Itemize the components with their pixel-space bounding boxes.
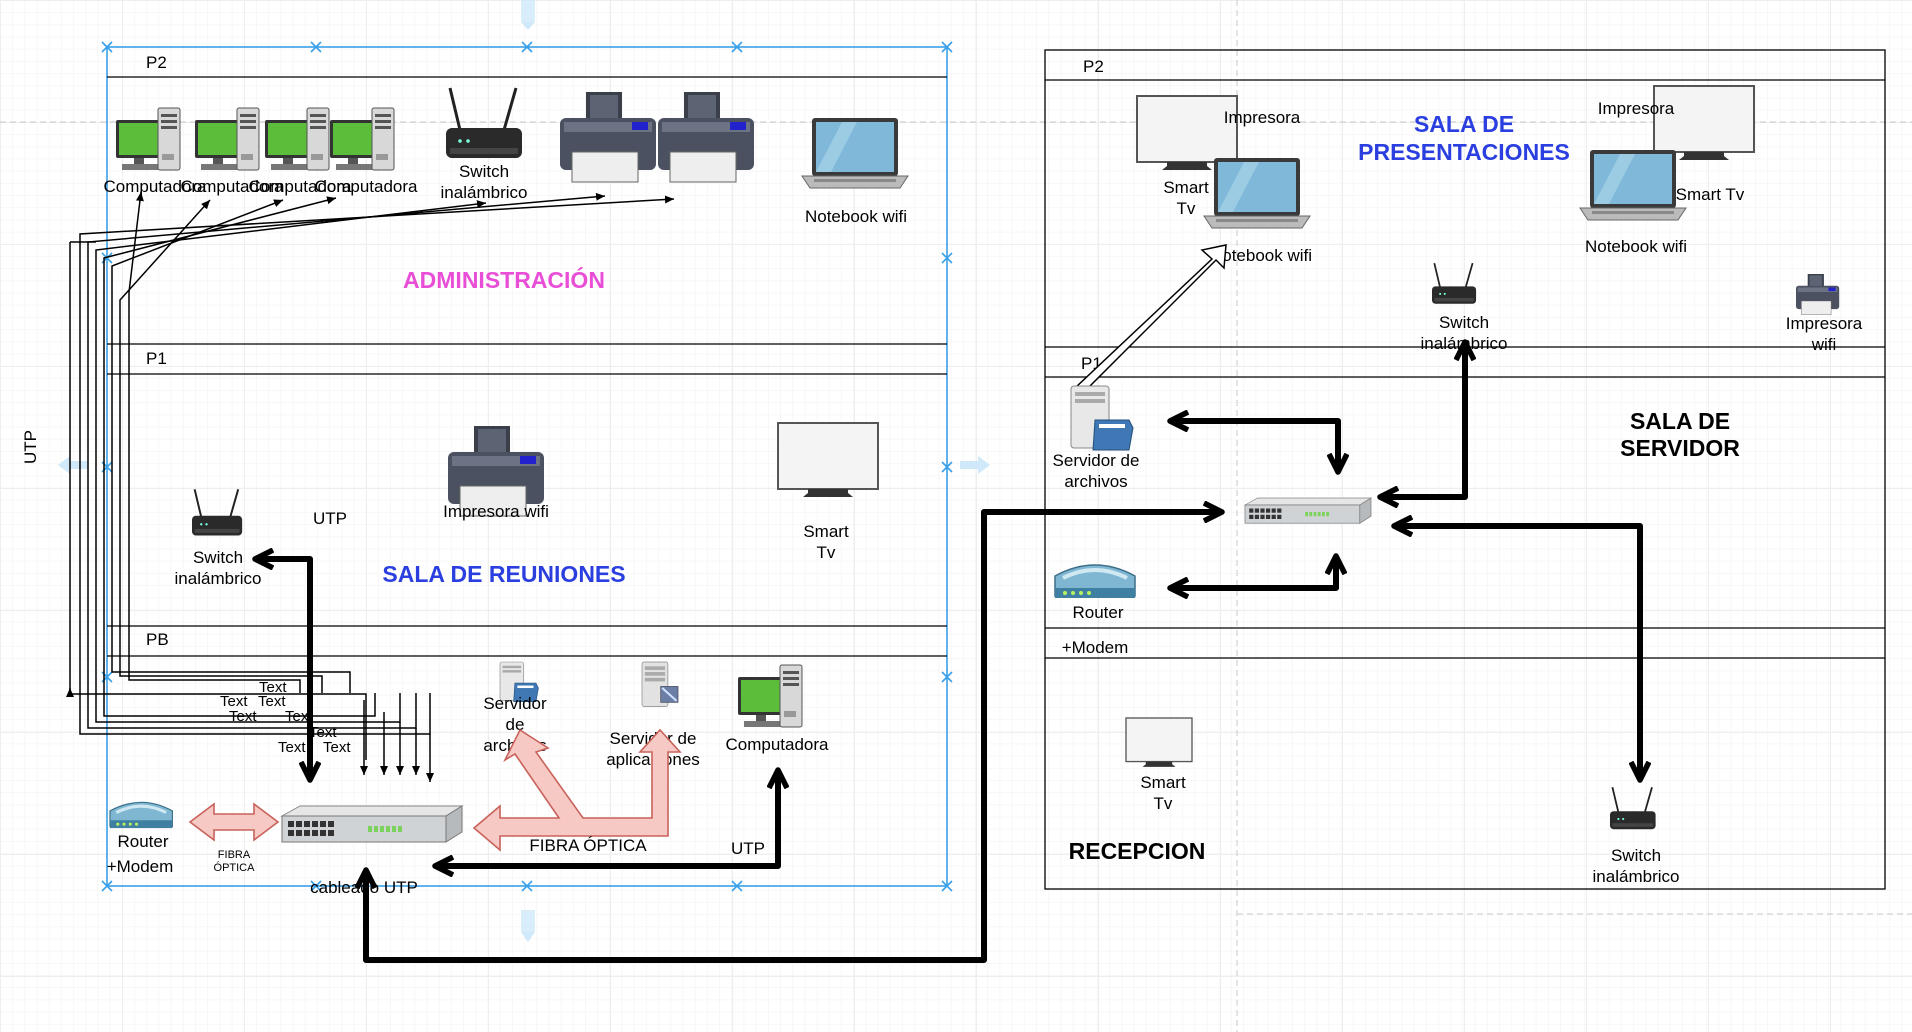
desktop-computer-icon[interactable] [329,107,395,171]
router-icon[interactable] [108,800,174,830]
printer-label: Impresora [1224,108,1301,127]
fibra-double-arrow [188,802,280,842]
router-icon[interactable] [1053,563,1137,600]
network-switch-icon[interactable] [1244,497,1372,524]
desktop-computer-icon[interactable] [115,107,181,171]
computer-label: Computadora [180,177,284,196]
switch-label-line1: Switch [1611,846,1661,865]
router-label: Router [1072,603,1123,622]
switch-label-line1: Switch [1439,313,1489,332]
connector-text-labels: Text Text Text Text Text Text Text Text [220,679,351,756]
area-title-servidor-line2: SERVIDOR [1620,435,1740,461]
fibra-label-line2: ÓPTICA [214,861,256,874]
wifi-printer-label-line1: Impresora [1786,314,1863,333]
computer-label: Computadora [248,177,352,196]
fibra-optica-label: FIBRA ÓPTICA [529,836,647,855]
network-switch-icon[interactable] [281,805,463,843]
laptop-icon[interactable] [801,117,909,189]
switch-label-line2: inalámbrico [175,569,262,588]
side-utp-label: UTP [21,430,40,464]
smart-tv-icon[interactable] [1125,717,1193,768]
file-server-label-line1: Servidor de [1053,451,1140,470]
laptop-icon[interactable] [1579,149,1687,221]
fibra-label-line1: FIBRA [218,849,251,861]
notebook-label: Notebook wifi [1585,237,1687,256]
file-server-icon[interactable] [1070,385,1134,451]
tv-label-line1: Smart [803,522,849,541]
selection-hints [58,0,990,942]
wifi-printer-label-line2: wifi [1811,335,1837,354]
utp-links-right [366,342,1640,963]
notebook-label: Notebook wifi [805,207,907,226]
file-server-label-line2: archivos [1064,472,1127,491]
printer-label: Impresora [1598,99,1675,118]
laptop-icon[interactable] [1203,157,1311,229]
tv-label: Smart Tv [1676,185,1745,204]
computer-label: Computadora [314,177,418,196]
floor-label-p2: P2 [146,53,167,72]
area-title-servidor-line1: SALA DE [1630,408,1730,434]
area-title-recepcion: RECEPCION [1069,838,1206,864]
area-title-presentaciones-line1: SALA DE [1414,111,1514,137]
floor-label-p1: P1 [146,349,167,368]
printer-label: Impresora wifi [443,502,549,521]
modem-label: +Modem [107,857,174,876]
switch-label-line2: inalámbrico [441,183,528,202]
modem-label: +Modem [1062,638,1129,657]
smart-tv-icon[interactable] [1653,85,1755,161]
wifi-printer-icon[interactable] [1795,273,1840,315]
area-title-sala-reuniones: SALA DE REUNIONES [382,561,625,587]
svg-text:Text: Text [229,708,257,725]
desktop-computer-icon[interactable] [264,107,330,171]
tv-label-line2: Tv [817,543,836,562]
computer-label: Computadora [725,735,829,754]
notebook-label: Notebook wifi [1210,246,1312,265]
printer-icon[interactable] [559,91,657,183]
area-title-administracion: ADMINISTRACIÓN [403,266,605,293]
switch-label-line1: Switch [459,162,509,181]
file-server-label-line1: Servidor [483,694,547,713]
wireless-switch-icon[interactable] [191,488,244,537]
utp-label: UTP [731,839,765,858]
area-title-presentaciones-line2: PRESENTACIONES [1358,139,1570,165]
tv-label-line2: Tv [1154,794,1173,813]
floor-label-pb: PB [146,630,169,649]
switch-label-line1: Switch [193,548,243,567]
floor-label-p2: P2 [1083,57,1104,76]
router-label: Router [117,832,168,851]
printer-icon[interactable] [657,91,755,183]
computer-label: Computadora [103,177,207,196]
smart-tv-icon[interactable] [777,422,879,498]
desktop-computer-icon[interactable] [737,664,803,728]
tv-label-line1: Smart [1163,178,1209,197]
desktop-computer-icon[interactable] [194,107,260,171]
utp-label: UTP [313,509,347,528]
wireless-switch-icon[interactable] [1431,262,1477,305]
switch-label-line2: inalámbrico [1593,867,1680,886]
app-server-icon[interactable] [640,660,680,708]
svg-text:Text: Text [258,693,286,710]
wifi-link-arrow [1073,244,1227,400]
svg-text:Text: Text [278,739,306,756]
tv-label-line1: Smart [1140,773,1186,792]
svg-text:Text: Text [323,739,351,756]
wireless-switch-icon[interactable] [444,86,524,160]
svg-text:Text: Text [220,693,248,710]
wireless-switch-icon[interactable] [1609,786,1657,831]
tv-label-line2: Tv [1177,199,1196,218]
